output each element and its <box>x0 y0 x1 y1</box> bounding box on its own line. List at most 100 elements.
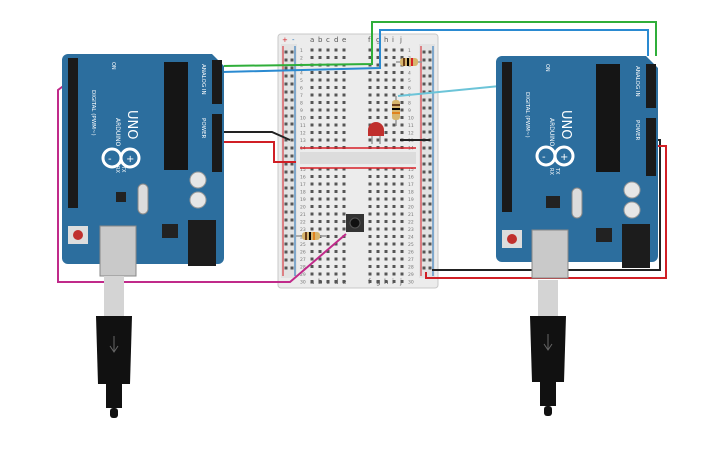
breadboard-hole[interactable] <box>384 235 388 238</box>
rail-hole[interactable] <box>284 90 288 94</box>
rail-hole[interactable] <box>422 170 426 174</box>
rail-hole[interactable] <box>422 186 426 190</box>
breadboard-hole[interactable] <box>392 123 396 127</box>
rail-hole[interactable] <box>284 218 288 222</box>
breadboard-hole[interactable] <box>376 265 380 268</box>
left-arduino-board[interactable]: - + UNO ARDUINO DIGITAL (PWM~) ANALOG IN… <box>62 54 224 277</box>
breadboard-hole[interactable] <box>342 257 346 261</box>
breadboard-hole[interactable] <box>334 235 338 238</box>
breadboard-hole[interactable] <box>342 116 346 119</box>
breadboard-hole[interactable] <box>392 235 396 238</box>
breadboard-hole[interactable] <box>318 56 322 59</box>
breadboard-hole[interactable] <box>318 220 322 223</box>
rail-hole[interactable] <box>422 90 426 94</box>
breadboard-hole[interactable] <box>368 235 372 238</box>
rail-hole[interactable] <box>428 122 432 126</box>
breadboard-hole[interactable] <box>342 101 346 104</box>
breadboard-hole[interactable] <box>318 205 322 208</box>
breadboard-hole[interactable] <box>368 242 372 246</box>
breadboard-hole[interactable] <box>310 123 314 127</box>
rail-hole[interactable] <box>428 210 432 214</box>
breadboard-hole[interactable] <box>376 250 380 253</box>
rail-hole[interactable] <box>284 114 288 118</box>
breadboard-hole[interactable] <box>310 250 314 253</box>
rail-hole[interactable] <box>284 234 288 238</box>
rail-hole[interactable] <box>284 146 288 150</box>
breadboard-hole[interactable] <box>326 250 330 253</box>
breadboard-hole[interactable] <box>392 272 396 276</box>
breadboard-hole[interactable] <box>342 86 346 89</box>
breadboard-hole[interactable] <box>310 205 314 208</box>
breadboard-hole[interactable] <box>342 220 346 223</box>
breadboard-hole[interactable] <box>384 63 388 67</box>
breadboard-hole[interactable] <box>376 242 380 246</box>
breadboard-hole[interactable] <box>342 280 346 283</box>
breadboard-hole[interactable] <box>376 205 380 208</box>
breadboard-hole[interactable] <box>310 108 314 112</box>
breadboard-hole[interactable] <box>400 86 404 89</box>
rail-hole[interactable] <box>290 194 294 198</box>
rail-hole[interactable] <box>422 106 426 110</box>
rail-hole[interactable] <box>422 202 426 206</box>
rail-hole[interactable] <box>290 210 294 214</box>
rail-hole[interactable] <box>422 178 426 182</box>
breadboard-hole[interactable] <box>368 101 372 104</box>
breadboard-hole[interactable] <box>310 48 314 52</box>
breadboard-hole[interactable] <box>376 175 380 178</box>
breadboard-hole[interactable] <box>310 93 314 97</box>
rail-hole[interactable] <box>428 58 432 62</box>
rail-hole[interactable] <box>290 146 294 150</box>
rail-hole[interactable] <box>428 242 432 246</box>
rail-hole[interactable] <box>284 82 288 86</box>
breadboard-hole[interactable] <box>318 250 322 253</box>
breadboard-hole[interactable] <box>334 138 338 142</box>
rail-hole[interactable] <box>422 82 426 86</box>
rail-hole[interactable] <box>290 258 294 262</box>
resistor-bottom[interactable] <box>296 232 326 240</box>
rail-hole[interactable] <box>290 50 294 54</box>
breadboard-hole[interactable] <box>342 93 346 97</box>
rail-hole[interactable] <box>422 66 426 70</box>
breadboard-hole[interactable] <box>400 175 404 178</box>
rail-hole[interactable] <box>422 266 426 270</box>
breadboard-hole[interactable] <box>326 220 330 223</box>
breadboard-hole[interactable] <box>400 123 404 127</box>
breadboard-hole[interactable] <box>342 182 346 186</box>
rail-hole[interactable] <box>422 210 426 214</box>
rail-hole[interactable] <box>422 250 426 254</box>
wire-magenta[interactable] <box>57 83 347 283</box>
breadboard-hole[interactable] <box>384 227 388 231</box>
breadboard-hole[interactable] <box>310 280 314 283</box>
breadboard-hole[interactable] <box>400 242 404 246</box>
breadboard-hole[interactable] <box>368 265 372 268</box>
breadboard-hole[interactable] <box>326 190 330 193</box>
rail-hole[interactable] <box>290 114 294 118</box>
breadboard-hole[interactable] <box>318 108 322 112</box>
breadboard-hole[interactable] <box>310 86 314 89</box>
breadboard-hole[interactable] <box>384 265 388 268</box>
breadboard-hole[interactable] <box>376 197 380 201</box>
breadboard-hole[interactable] <box>400 78 404 82</box>
breadboard-hole[interactable] <box>334 250 338 253</box>
rail-hole[interactable] <box>284 226 288 230</box>
breadboard-hole[interactable] <box>376 63 380 67</box>
breadboard-hole[interactable] <box>342 108 346 112</box>
rail-hole[interactable] <box>290 74 294 78</box>
breadboard-hole[interactable] <box>368 78 372 82</box>
rail-hole[interactable] <box>290 202 294 206</box>
breadboard-hole[interactable] <box>400 280 404 283</box>
breadboard-hole[interactable] <box>310 116 314 119</box>
rail-hole[interactable] <box>284 258 288 262</box>
pushbutton[interactable] <box>346 214 364 232</box>
breadboard-hole[interactable] <box>384 56 388 59</box>
breadboard-hole[interactable] <box>342 138 346 142</box>
breadboard-hole[interactable] <box>342 205 346 208</box>
breadboard-hole[interactable] <box>376 190 380 193</box>
breadboard-hole[interactable] <box>318 272 322 276</box>
breadboard-hole[interactable] <box>326 242 330 246</box>
breadboard-hole[interactable] <box>310 71 314 74</box>
analog-header[interactable] <box>212 60 222 104</box>
breadboard-hole[interactable] <box>310 56 314 59</box>
resistor-vertical[interactable] <box>392 96 400 126</box>
red-led[interactable] <box>368 122 384 144</box>
